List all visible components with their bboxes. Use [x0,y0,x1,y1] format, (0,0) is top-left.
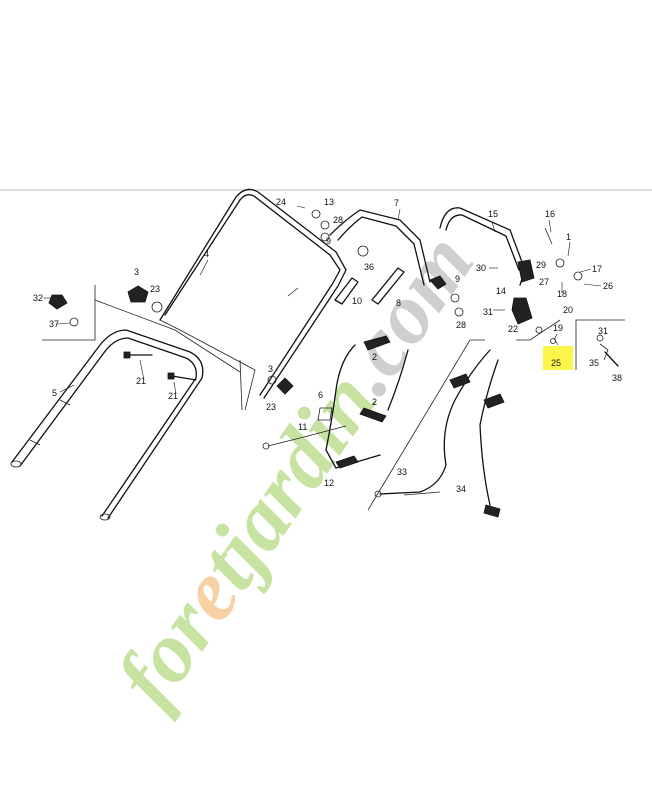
callout-label: 29 [536,260,546,270]
lower-cable-drawings [374,349,505,518]
bolt-drawings [48,285,294,395]
callout-label: 2 [372,397,377,407]
callout-label: 25 [551,358,561,368]
highlight-box [543,346,573,370]
lever-drawings [311,209,464,317]
callout-label: 36 [364,262,374,272]
callout-label: 20 [563,305,573,315]
callout-label: 10 [352,296,362,306]
callout-label: 3 [268,364,273,374]
callout-label: 3 [134,267,139,277]
callout-label: 6 [318,390,323,400]
callout-label: 31 [598,326,608,336]
clutch-lever-drawing [439,207,619,367]
callout-label: 37 [49,319,59,329]
leader-lines [43,205,602,395]
callout-label: 22 [508,324,518,334]
callout-label: 34 [456,484,466,494]
callout-label: 27 [539,277,549,287]
callout-label: 19 [553,323,563,333]
callout-label: 23 [266,402,276,412]
callout-label: 12 [324,478,334,488]
callout-label: 13 [324,197,334,207]
callout-label: 2 [372,352,377,362]
callout-label: 17 [592,264,602,274]
callout-label: 21 [168,391,178,401]
callout-label: 32 [33,293,43,303]
cable-guide-drawing [329,209,447,290]
callout-label: 28 [456,320,466,330]
callout-label: 35 [589,358,599,368]
callout-label: 7 [394,198,399,208]
callout-label: 9 [455,274,460,284]
callout-label: 8 [396,298,401,308]
callout-label: 18 [557,289,567,299]
cable-drawings [262,335,409,469]
callout-label: 24 [276,197,286,207]
callout-label: 38 [612,373,622,383]
callout-label: 21 [136,376,146,386]
callout-label: 26 [603,281,613,291]
lower-handle-drawing [10,329,204,521]
callout-label: 5 [52,388,57,398]
callout-label: 14 [496,286,506,296]
callout-label: 23 [150,284,160,294]
callout-label: 15 [488,209,498,219]
callout-label: 31 [483,307,493,317]
callout-label: 16 [545,209,555,219]
upper-handle-drawing [94,188,347,411]
callout-label: 4 [204,249,209,259]
callout-label: 33 [397,467,407,477]
callout-label: 28 [333,215,343,225]
callout-labels: 1 2 2 3 3 4 5 6 7 8 9 9 10 11 12 13 14 1… [33,197,622,494]
callout-label: 30 [476,263,486,273]
callout-label: 1 [566,232,571,242]
callout-label: 11 [298,422,307,432]
bracket-lines [42,285,625,511]
callout-label: 9 [326,236,331,246]
